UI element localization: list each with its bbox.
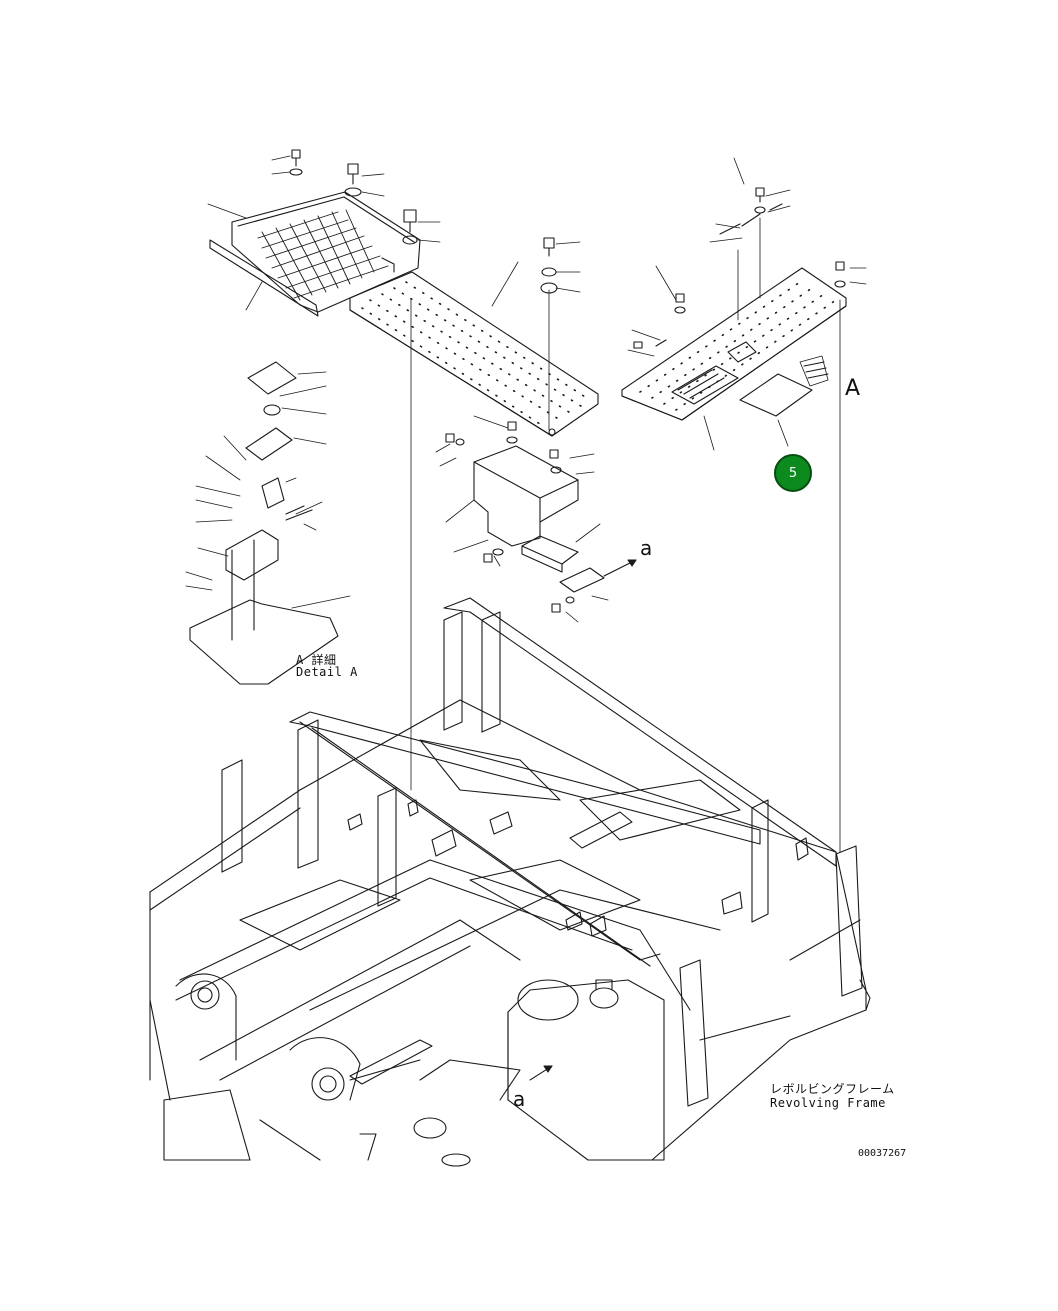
tank bbox=[507, 979, 665, 1161]
rubber-pad bbox=[521, 535, 579, 565]
grating-step-plate bbox=[209, 191, 421, 317]
leader-lines bbox=[185, 155, 867, 1081]
section-a-marker-top: a bbox=[640, 536, 653, 560]
cover-bracket bbox=[473, 445, 605, 593]
section-a-marker-bottom: a bbox=[513, 1087, 526, 1111]
view-a-marker: A bbox=[845, 376, 861, 401]
detail-a-latch-assembly bbox=[189, 361, 339, 685]
revolving-frame bbox=[149, 597, 871, 1167]
rubber-mat bbox=[739, 373, 813, 417]
bolts-and-washers bbox=[289, 149, 846, 613]
right-step-plate bbox=[621, 267, 847, 421]
drawing-number: 00037267 bbox=[858, 1148, 907, 1159]
detail-a-caption-en: Detail A bbox=[296, 665, 358, 679]
perforated-step-plate bbox=[349, 271, 599, 437]
section-arrows bbox=[529, 559, 637, 1081]
callout-5-button[interactable]: 5 bbox=[774, 454, 812, 492]
revolving-frame-caption-ja: レボルビングフレーム bbox=[770, 1082, 895, 1096]
revolving-frame-caption-en: Revolving Frame bbox=[770, 1096, 886, 1110]
detail-a-caption-ja: A 詳細 bbox=[296, 653, 337, 667]
